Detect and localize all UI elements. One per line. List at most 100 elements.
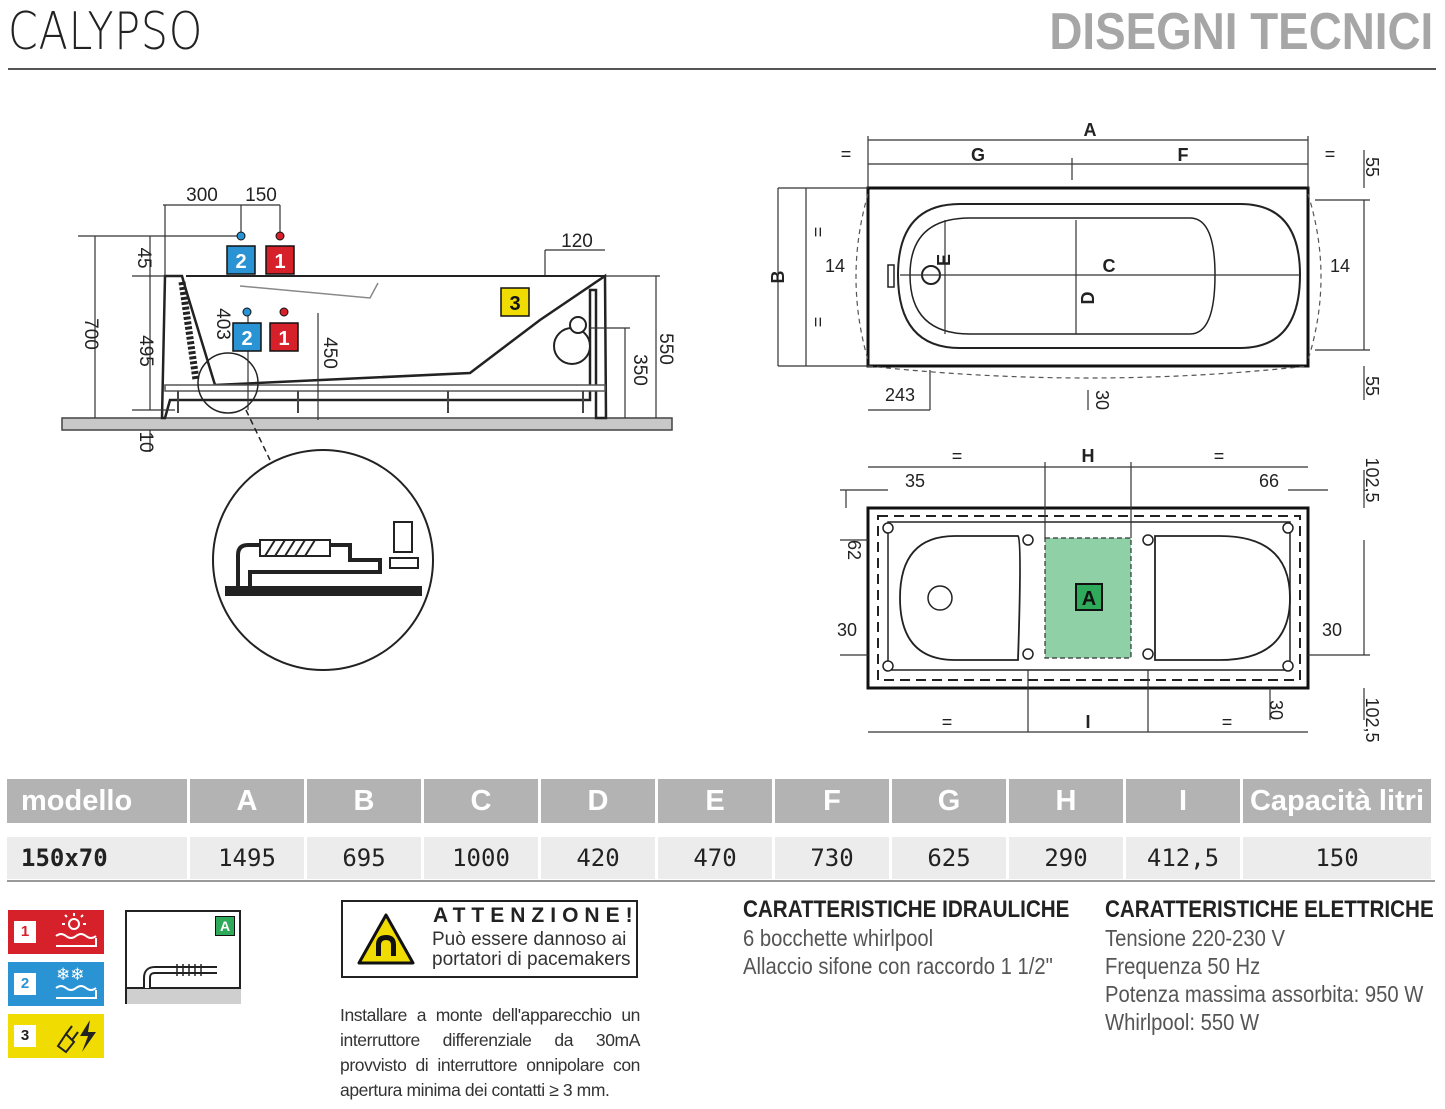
electric-line: Potenza massima assorbita: 950 W [1105,981,1424,1007]
tub-outline [160,273,608,420]
svg-text:55: 55 [1362,157,1382,177]
dim-150: 150 [245,185,277,206]
letter-A: A [1084,120,1097,140]
cell-C: 1000 [424,837,538,879]
svg-text:55: 55 [1362,376,1382,396]
dim-10: 10 [135,431,156,452]
hydraulic-title: CARATTERISTICHE IDRAULICHE [743,896,1070,923]
electric-badge [500,287,530,317]
cell-D: 420 [541,837,655,879]
dim-120: 120 [561,231,593,252]
svg-text:1: 1 [274,251,285,273]
warning-line1: Può essere dannoso ai [432,929,627,950]
cell-A: 1495 [190,837,304,879]
electric-line: Whirlpool: 550 W [1105,1009,1260,1035]
col-header-D: D [541,779,655,823]
svg-text:14: 14 [1330,256,1350,276]
cold-water-badge-mid [232,322,262,352]
hydraulic-line: Allaccio sifone con raccordo 1 1/2" [743,953,1053,979]
svg-text:30: 30 [1322,620,1342,640]
col-header-C: C [424,779,538,823]
electric-specs: CARATTERISTICHE ELETTRICHE Tensione 220-… [1105,896,1445,1036]
cell-B: 695 [307,837,421,879]
hot-water-icon [55,913,97,947]
warning-box [341,900,638,978]
letter-C: C [1103,256,1116,276]
cell-G: 625 [892,837,1006,879]
dim-300: 300 [186,185,218,206]
col-header-A: A [190,779,304,823]
cell-F: 730 [775,837,889,879]
svg-text:102,5: 102,5 [1362,457,1382,502]
svg-text:30: 30 [1092,390,1112,410]
floor-slab [61,417,673,431]
electric-plug-icon [56,1020,96,1054]
table-row: 150x70 1495 695 1000 420 470 730 625 290… [7,823,1435,879]
svg-text:=: = [808,317,828,328]
col-header-H: H [1009,779,1123,823]
svg-text:=: = [942,712,953,732]
svg-text:243: 243 [885,385,915,405]
svg-text:30: 30 [837,620,857,640]
cell-capacita: 150 [1243,837,1431,879]
cell-modello: 150x70 [7,837,187,879]
svg-text:=: = [808,227,828,238]
letter-F: F [1178,145,1189,165]
col-header-E: E [658,779,772,823]
electric-title: CARATTERISTICHE ELETTRICHE [1105,896,1434,923]
col-header-modello: modello [7,779,187,823]
drain-pipe-icon [127,964,241,1004]
dimensions-table: modello A B C D E F G H I Capacità litri… [7,779,1435,879]
svg-text:30: 30 [1266,700,1286,720]
frame-letter-H: H [1082,446,1095,466]
col-header-I: I [1126,779,1240,823]
warning-title: ATTENZIONE! [433,904,639,927]
electric-line: Tensione 220-230 V [1105,925,1286,951]
install-note: Installare a monte dell'apparecchio un i… [340,1005,640,1100]
hot-water-badge-mid [269,322,299,352]
letter-D: D [1078,292,1098,305]
table-header-row: modello A B C D E F G H I Capacità litri [7,779,1435,823]
hydraulic-specs: CARATTERISTICHE IDRAULICHE 6 bocchette w… [743,896,1123,980]
dim-495: 495 [135,335,156,367]
legend-cold-water: 2 ❄❄ [8,962,104,1006]
dim-700: 700 [80,318,101,350]
legend-hot-water: 1 [8,910,104,954]
svg-text:2: 2 [235,251,246,273]
svg-text:=: = [841,144,852,164]
magnet-warning-icon [357,913,415,965]
header-divider [8,68,1436,70]
electric-line: Frequenza 50 Hz [1105,953,1261,979]
cell-E: 470 [658,837,772,879]
frame-letter-A: A [1082,588,1096,610]
cold-water-badge-top [226,245,256,275]
col-header-F: F [775,779,889,823]
drain-badge: A [215,916,235,936]
frame-letter-I: I [1085,712,1090,732]
cold-water-icon: ❄❄ [55,965,97,999]
col-header-capacita: Capacità litri [1243,779,1431,823]
svg-text:2: 2 [241,328,252,350]
cell-I: 412,5 [1126,837,1240,879]
dim-403: 403 [212,308,233,340]
svg-text:=: = [1214,446,1225,466]
svg-text:62: 62 [844,540,864,560]
letter-B: B [768,271,788,284]
warning-line2: portatori di pacemakers [432,949,631,970]
cell-H: 290 [1009,837,1123,879]
svg-text:66: 66 [1259,471,1279,491]
table-bottom-rule [7,880,1435,882]
legend-drain: A [125,910,241,1004]
svg-text:❄❄: ❄❄ [56,965,85,984]
dim-45: 45 [133,247,154,268]
letter-E: E [934,254,954,266]
dim-350: 350 [629,354,650,386]
side-view-drawing: 300 150 120 45 700 495 403 450 550 350 1… [61,185,676,671]
svg-text:=: = [1222,712,1233,732]
col-header-B: B [307,779,421,823]
hot-water-badge-top [265,245,295,275]
letter-G: G [971,145,985,165]
svg-text:102,5: 102,5 [1362,697,1382,742]
hydraulic-line: 6 bocchette whirlpool [743,925,934,951]
svg-text:14: 14 [825,256,845,276]
